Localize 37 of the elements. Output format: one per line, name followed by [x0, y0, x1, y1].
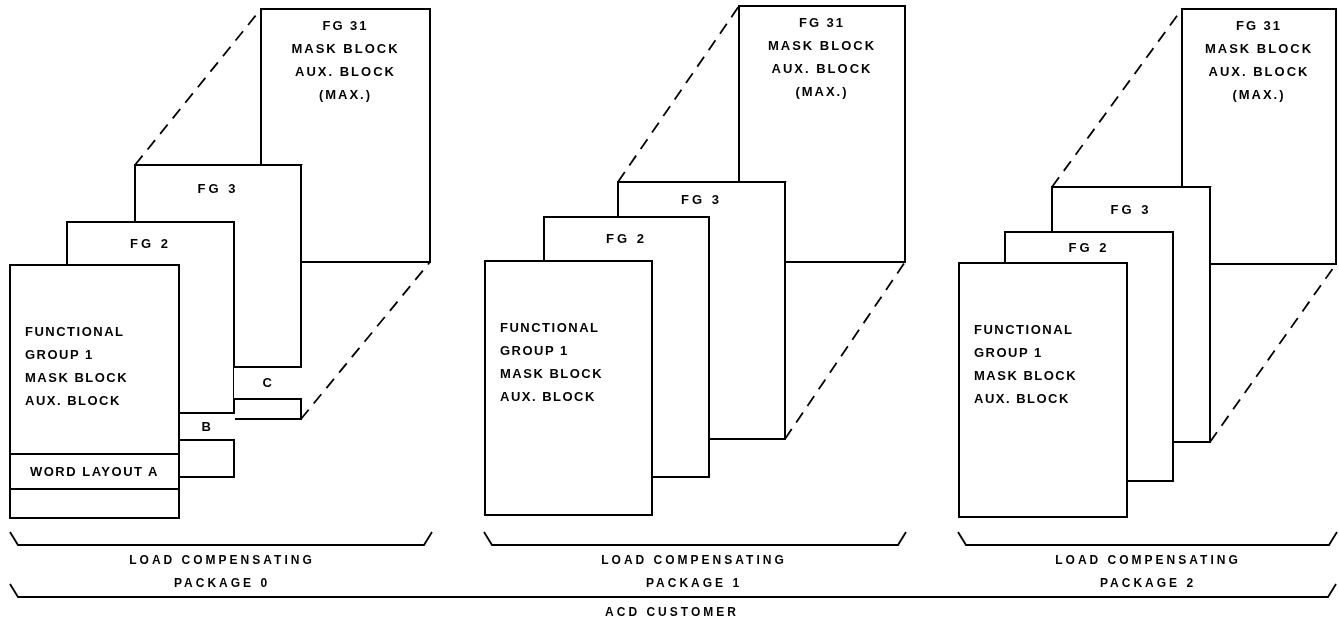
- card-label: FG 2: [129, 234, 172, 253]
- card-label: FUNCTIONAL GROUP 1 MASK BLOCK AUX. BLOCK: [25, 323, 130, 410]
- card-label: FG 31: [1234, 17, 1284, 35]
- layer-card: [958, 262, 1128, 518]
- card-label: MASK BLOCK AUX. BLOCK (MAX.): [1203, 40, 1315, 104]
- layer-card: [738, 5, 906, 181]
- group-label: ACD CUSTOMER: [604, 604, 740, 621]
- layer-card: [134, 164, 302, 221]
- card-label: FG 3: [196, 180, 240, 198]
- strip-label: WORD LAYOUT A: [29, 462, 159, 481]
- layer-card: [1004, 231, 1174, 262]
- field-strip: [11, 453, 178, 490]
- card-label: FG 2: [1067, 238, 1111, 257]
- card-label: MASK BLOCK AUX. BLOCK (MAX.): [766, 37, 878, 101]
- card-label: FUNCTIONAL GROUP 1 MASK BLOCK AUX. BLOCK: [500, 319, 605, 406]
- layer-card: [260, 8, 431, 164]
- group-label: LOAD COMPENSATING PACKAGE 1: [600, 552, 788, 592]
- layer-card: [66, 221, 235, 264]
- card-label: FG 3: [680, 190, 723, 209]
- card-label: FUNCTIONAL GROUP 1 MASK BLOCK AUX. BLOCK: [974, 321, 1079, 408]
- layer-card: [1181, 8, 1337, 186]
- field-strip: [179, 412, 235, 441]
- strip-label: B: [201, 417, 213, 436]
- strip-label: C: [262, 374, 274, 392]
- card-label: FG 31: [321, 17, 370, 35]
- layer-card: [484, 260, 653, 516]
- card-label: FG 3: [1109, 200, 1153, 219]
- layer-card: [543, 216, 710, 260]
- card-label: MASK BLOCK AUX. BLOCK (MAX.): [290, 40, 401, 104]
- group-label: LOAD COMPENSATING PACKAGE 0: [128, 552, 316, 592]
- layer-card: [9, 264, 180, 519]
- group-label: LOAD COMPENSATING PACKAGE 2: [1054, 552, 1242, 592]
- layer-card: [1051, 186, 1211, 231]
- layer-card: [617, 181, 786, 216]
- card-label: FG 31: [797, 14, 847, 32]
- card-label: FG 2: [605, 230, 648, 248]
- field-strip: [234, 366, 302, 400]
